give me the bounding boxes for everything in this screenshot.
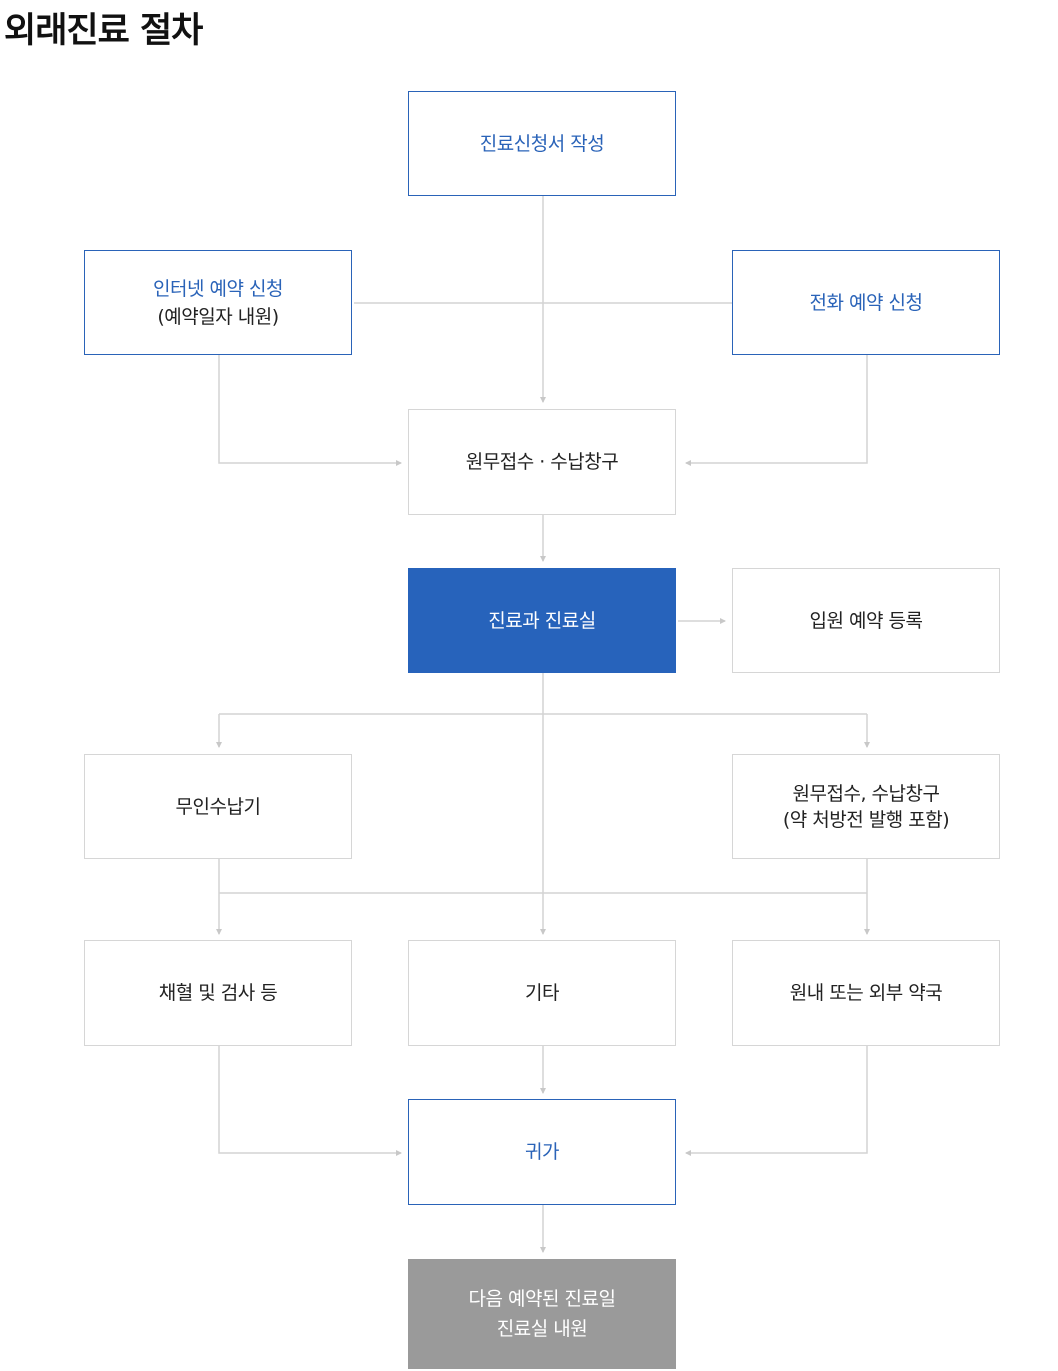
node-application-form: 진료신청서 작성 bbox=[408, 91, 676, 196]
node-pharmacy: 원내 또는 외부 약국 bbox=[732, 940, 1000, 1046]
node-blood-tests: 채혈 및 검사 등 bbox=[84, 940, 352, 1046]
node-label: 귀가 bbox=[525, 1141, 559, 1163]
node-admission-reservation: 입원 예약 등록 bbox=[732, 568, 1000, 673]
node-label: 진료과 진료실 bbox=[488, 609, 596, 632]
node-reception-cashier: 원무접수 · 수납창구 bbox=[408, 409, 676, 515]
node-phone-reservation: 전화 예약 신청 bbox=[732, 250, 1000, 355]
node-kiosk-payment: 무인수납기 bbox=[84, 754, 352, 859]
node-sublabel: 진료실 내원 bbox=[496, 1318, 588, 1340]
node-other: 기타 bbox=[408, 940, 676, 1046]
page-title: 외래진료 절차 bbox=[4, 11, 203, 51]
arrow-phone-to-reception bbox=[685, 355, 868, 466]
node-label: 인터넷 예약 신청 bbox=[153, 277, 283, 300]
node-go-home: 귀가 bbox=[408, 1099, 676, 1205]
node-clinic-room: 진료과 진료실 bbox=[408, 568, 676, 673]
node-label: 진료신청서 작성 bbox=[479, 132, 605, 155]
node-label: 채혈 및 검사 등 bbox=[158, 982, 278, 1004]
arrow-tests-to-home bbox=[218, 1046, 402, 1156]
node-reception-prescription: 원무접수, 수납창구 (약 처방전 발행 포함) bbox=[732, 754, 1000, 859]
node-label: 원무접수, 수납창구 bbox=[792, 782, 940, 805]
node-sublabel: (약 처방전 발행 포함) bbox=[782, 808, 950, 831]
arrow-internet-to-reception bbox=[218, 355, 402, 466]
node-sublabel: (예약일자 내원) bbox=[157, 305, 279, 328]
node-label: 입원 예약 등록 bbox=[809, 609, 923, 632]
node-internet-reservation: 인터넷 예약 신청 (예약일자 내원) bbox=[84, 250, 352, 355]
arrow-pharmacy-to-home bbox=[685, 1046, 868, 1156]
node-next-visit: 다음 예약된 진료일 진료실 내원 bbox=[408, 1259, 676, 1369]
node-label: 다음 예약된 진료일 bbox=[468, 1288, 616, 1310]
node-label: 원무접수 · 수납창구 bbox=[465, 451, 619, 473]
node-label: 무인수납기 bbox=[175, 795, 261, 818]
node-label: 원내 또는 외부 약국 bbox=[789, 982, 943, 1004]
node-label: 전화 예약 신청 bbox=[809, 291, 923, 314]
node-label: 기타 bbox=[525, 982, 559, 1004]
